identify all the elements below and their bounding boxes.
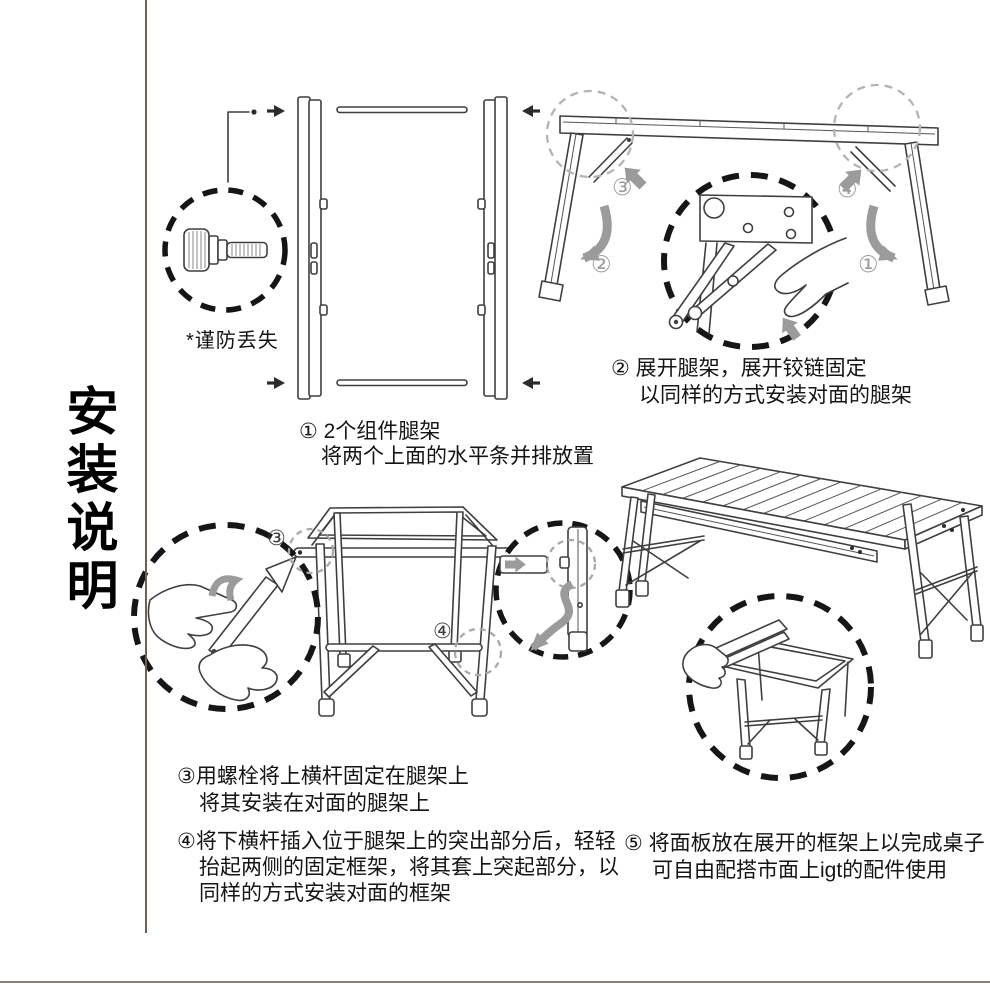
lift-arrow-icon xyxy=(530,580,575,651)
rotate-arrow-icon xyxy=(580,204,612,263)
thumb-screw-detail-circle xyxy=(162,187,288,313)
marker-lower-bar: ④ xyxy=(433,620,452,643)
step1-line1: ① 2个组件腿架 xyxy=(299,420,441,443)
step5-line1: ⑤ 将面板放在展开的框架上以完成桌子 xyxy=(624,832,985,855)
left-divider-line xyxy=(145,0,147,933)
step4-line3: 同样的方式安装对面的框架 xyxy=(199,882,451,905)
step3-line2: 将其安装在对面的腿架上 xyxy=(199,792,430,815)
hand-icon xyxy=(198,644,278,702)
table-left-legs xyxy=(615,493,705,608)
hand-icon xyxy=(147,584,238,650)
bottom-divider-line xyxy=(0,981,990,983)
hand-icon xyxy=(682,643,729,689)
completed-table xyxy=(615,457,984,659)
step1-line2: 将两个上面的水平条并排放置 xyxy=(321,445,594,468)
step4-line2: 抬起两侧的固定框架，将其套上突起部分，以 xyxy=(199,856,619,879)
table-right-legs xyxy=(902,503,984,659)
step4-label: ④将下横杆插入位于腿架上的突出部分后，轻轻 抬起两侧的固定框架，将其套上突起部分… xyxy=(177,829,619,907)
bar-insertion-detail-circle xyxy=(493,520,633,660)
thumb-screw-icon xyxy=(183,228,268,272)
step1-label: ① 2个组件腿架 将两个上面的水平条并排放置 xyxy=(299,419,594,469)
marker-step2-unfold: ② xyxy=(591,251,612,277)
folded-leg-frame-left xyxy=(297,96,328,400)
hand-icon xyxy=(774,237,849,318)
hinge-highlight-circle-right xyxy=(832,83,922,173)
marker-step4-unfold: ④ xyxy=(837,176,858,202)
hinge-highlight-circle-left xyxy=(545,89,635,179)
step2-label: ② 展开腿架，展开铰链固定 以同样的方式安装对面的腿架 xyxy=(611,355,912,409)
corner-highlight-circle xyxy=(453,627,503,677)
step2-line2: 以同样的方式安装对面的腿架 xyxy=(639,384,912,407)
turn-arrow-icon xyxy=(208,575,244,602)
step2-line1: ② 展开腿架，展开铰链固定 xyxy=(611,357,867,380)
step3-line1: ③用螺栓将上横杆固定在腿架上 xyxy=(177,765,469,788)
horizontal-bars xyxy=(336,106,468,387)
page-title: 安装说明 xyxy=(58,384,116,616)
marker-step1-unfold: ① xyxy=(858,251,879,277)
caution-label: *谨防丢失 xyxy=(186,330,279,352)
rotate-arrow-icon xyxy=(866,204,898,263)
step5-line2: 可自由配搭市面上igt的配件使用 xyxy=(652,859,948,882)
bolt-callout-line xyxy=(227,109,257,183)
panel-placement-detail-circle xyxy=(682,593,874,781)
folded-leg-frame-right xyxy=(477,96,508,400)
corner-highlight-circle xyxy=(287,527,335,575)
unfold-diagram xyxy=(538,83,950,306)
marker-upper-bar: ③ xyxy=(267,527,286,550)
step4-line1: ④将下横杆插入位于腿架上的突出部分后，轻轻 xyxy=(177,830,616,853)
right-leg xyxy=(850,141,950,306)
step3-label: ③用螺栓将上横杆固定在腿架上 将其安装在对面的腿架上 xyxy=(177,763,469,817)
hinge-detail-circle xyxy=(661,172,849,350)
step5-label: ⑤ 将面板放在展开的框架上以完成桌子 可自由配搭市面上igt的配件使用 xyxy=(624,830,985,884)
attach-arrow-icon xyxy=(265,556,297,593)
marker-step3-unfold: ③ xyxy=(612,174,633,200)
hands-detail-circle xyxy=(131,522,321,712)
left-leg xyxy=(538,132,633,302)
